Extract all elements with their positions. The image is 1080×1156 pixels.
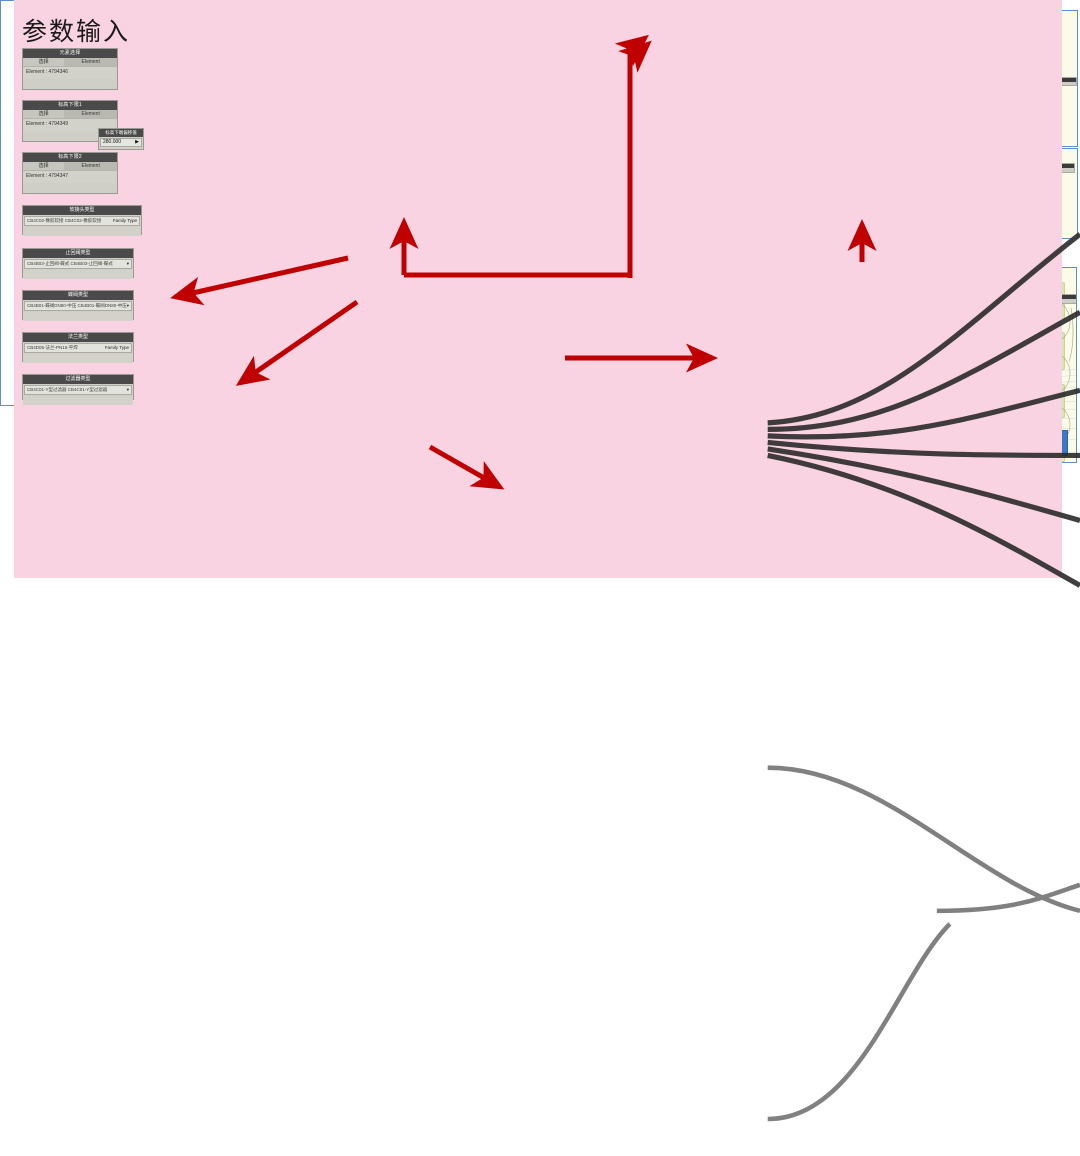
param-node-row-label: 选择 [23, 58, 65, 66]
param-node-title: 法兰类型 [23, 333, 133, 342]
family-type-value: CB4D05-法兰-PN16-平焊 [27, 345, 78, 350]
family-type-select[interactable]: CB4D05-法兰-PN16-平焊 Family Type [24, 343, 132, 353]
family-type-value: CB4C02-橡胶软接 CB4C02-橡胶软接 [27, 218, 102, 223]
offset-value-text: 280.000 [103, 139, 122, 145]
param-node-footer: Element : 4794349 [23, 119, 117, 131]
family-type-port: Family Type [112, 218, 137, 223]
family-type-select[interactable]: CB4B01-蝶阀DN80-中压 CB4B01-蝶阀DN80-中压 ▾ [24, 301, 132, 311]
param-dropdown-filter-type[interactable]: 过滤器类型 CB4C01-Y型过滤器 CB4C01-Y型过滤器 ▾ [22, 374, 134, 405]
param-node-footer: Element : 4794346 [23, 67, 117, 79]
panel-parameter-input[interactable]: 参数输入 元素选择 选择 Element Element : 4794346 标… [0, 0, 1080, 1122]
param-node-title: 过滤器类型 [23, 375, 133, 384]
param-node-title: 标高下限1 [23, 101, 117, 110]
param-node-title: 蝶阀类型 [23, 291, 133, 300]
param-node-row[interactable]: 选择 Element [23, 162, 117, 171]
param-node-title: 元素选择 [23, 49, 117, 58]
param-node-title: 软接头类型 [23, 206, 141, 215]
family-type-value: CB4B03-止回阀-蝶式 CB4B03-止回阀-蝶式 [27, 261, 113, 266]
offset-value-field[interactable]: 280.000 ▶ [100, 138, 142, 147]
parameter-input-background [14, 0, 1062, 578]
param-node-row-value: Element [64, 110, 117, 118]
family-type-port: Family Type [104, 345, 129, 350]
family-type-select[interactable]: CB4C01-Y型过滤器 CB4C01-Y型过滤器 ▾ [24, 385, 132, 395]
param-dropdown-check-valve-type[interactable]: 止回阀类型 CB4B03-止回阀-蝶式 CB4B03-止回阀-蝶式 ▾ [22, 248, 134, 279]
param-node-row-label: 选择 [23, 110, 65, 118]
param-node-row-label: 选择 [23, 162, 65, 170]
family-type-value: CB4C01-Y型过滤器 CB4C01-Y型过滤器 [27, 387, 108, 392]
param-node-row[interactable]: 选择 Element [23, 58, 117, 67]
screenshot-root: 管道生成 [0, 0, 1080, 1122]
stepper-icon[interactable]: ▶ [135, 139, 139, 145]
param-node-row-value: Element [64, 58, 117, 66]
family-type-select[interactable]: CB4B03-止回阀-蝶式 CB4B03-止回阀-蝶式 ▾ [24, 259, 132, 269]
param-dropdown-flange-type[interactable]: 法兰类型 CB4D05-法兰-PN16-平焊 Family Type [22, 332, 134, 363]
param-dropdown-butterfly-valve-type[interactable]: 蝶阀类型 CB4B01-蝶阀DN80-中压 CB4B01-蝶阀DN80-中压 ▾ [22, 290, 134, 321]
param-node-offset-value[interactable]: 标高下端偏移值 280.000 ▶ [98, 128, 144, 150]
param-node-title: 止回阀类型 [23, 249, 133, 258]
param-node-row-value: Element [64, 162, 117, 170]
param-node-row[interactable]: 选择 Element [23, 110, 117, 119]
param-node-level-lower-2[interactable]: 标高下限2 选择 Element Element : 4794347 [22, 152, 118, 194]
family-type-select[interactable]: CB4C02-橡胶软接 CB4C02-橡胶软接 Family Type [24, 216, 140, 226]
param-node-footer: Element : 4794347 [23, 171, 117, 183]
family-type-value: CB4B01-蝶阀DN80-中压 CB4B01-蝶阀DN80-中压 [27, 303, 127, 308]
chevron-down-icon[interactable]: ▾ [126, 387, 129, 392]
param-node-title: 标高下端偏移值 [99, 129, 143, 137]
param-dropdown-flexible-joint-type[interactable]: 软接头类型 CB4C02-橡胶软接 CB4C02-橡胶软接 Family Typ… [22, 205, 142, 236]
chevron-down-icon[interactable]: ▾ [126, 261, 129, 266]
param-node-title: 标高下限2 [23, 153, 117, 162]
param-node-element-select[interactable]: 元素选择 选择 Element Element : 4794346 [22, 48, 118, 90]
page-title: 参数输入 [22, 18, 131, 46]
chevron-down-icon[interactable]: ▾ [126, 303, 130, 308]
